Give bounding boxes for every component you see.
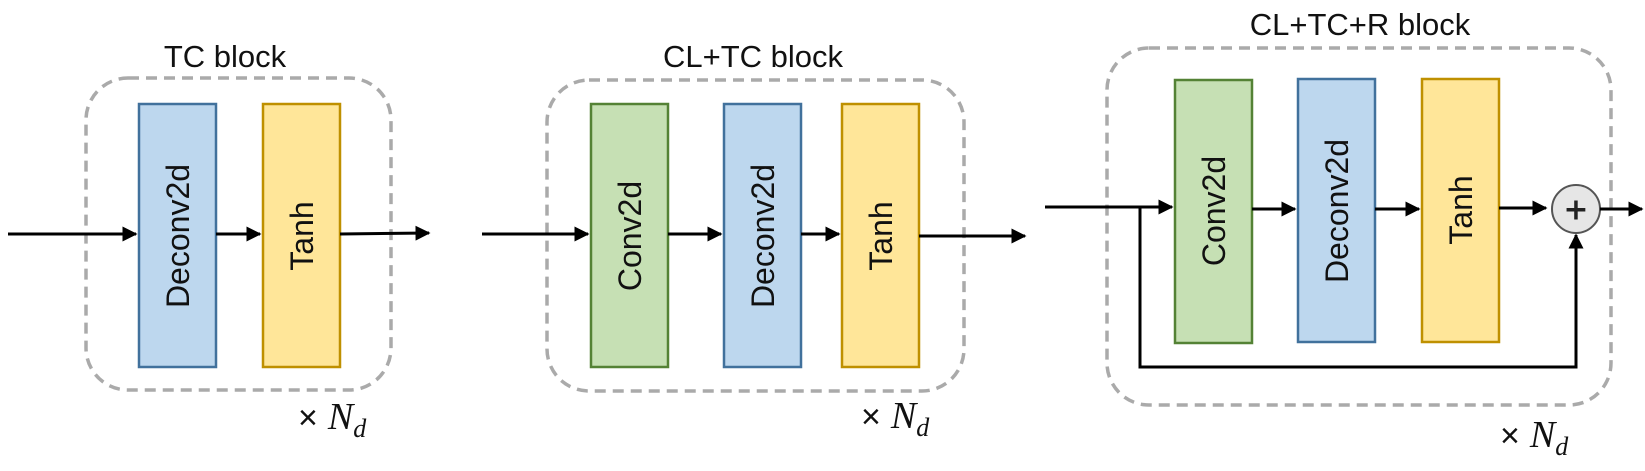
tanh-layer: [840, 102, 921, 369]
tc-block: TC block Deconv2d Tanh ×Nd: [8, 39, 431, 443]
cl-tc-block-title: CL+TC block: [663, 39, 844, 74]
tc-output-arrow: [339, 225, 431, 241]
cl-tc-r-block: CL+TC+R block Conv2d Deconv2d Tanh + ×Nd: [1045, 7, 1644, 461]
tanh-layer: [1420, 77, 1501, 344]
tanh-label: Tanh: [1443, 175, 1479, 244]
cl-tc-r-block-border: [1105, 46, 1613, 407]
conv2d-label: Conv2d: [612, 181, 648, 291]
conv2d-layer: [1173, 78, 1254, 345]
conv2d-label: Conv2d: [1196, 156, 1232, 266]
cl-tc-block: CL+TC block Conv2d Deconv2d Tanh ×Nd: [482, 39, 1027, 442]
cl-tc-r-repeat-label: ×Nd: [1500, 414, 1569, 461]
conv2d-layer: [589, 102, 670, 369]
deconv2d-label: Deconv2d: [160, 164, 196, 308]
deconv2d-label: Deconv2d: [745, 164, 781, 308]
tanh-layer: [261, 102, 342, 369]
tanh-label: Tanh: [863, 201, 899, 270]
deconv2d-layer: [722, 102, 803, 369]
cl-tc-r-block-title: CL+TC+R block: [1250, 7, 1471, 42]
deconv2d-layer: [1296, 77, 1377, 344]
tanh-label: Tanh: [284, 201, 320, 270]
deconv2d-layer: [137, 102, 218, 369]
cl-tc-repeat-label: ×Nd: [861, 395, 930, 442]
tc-repeat-label: ×Nd: [298, 396, 367, 443]
plus-icon: +: [1563, 193, 1588, 228]
deconv2d-label: Deconv2d: [1319, 139, 1355, 283]
tc-block-title: TC block: [164, 39, 287, 74]
residual-skip-connection: [1138, 207, 1584, 369]
